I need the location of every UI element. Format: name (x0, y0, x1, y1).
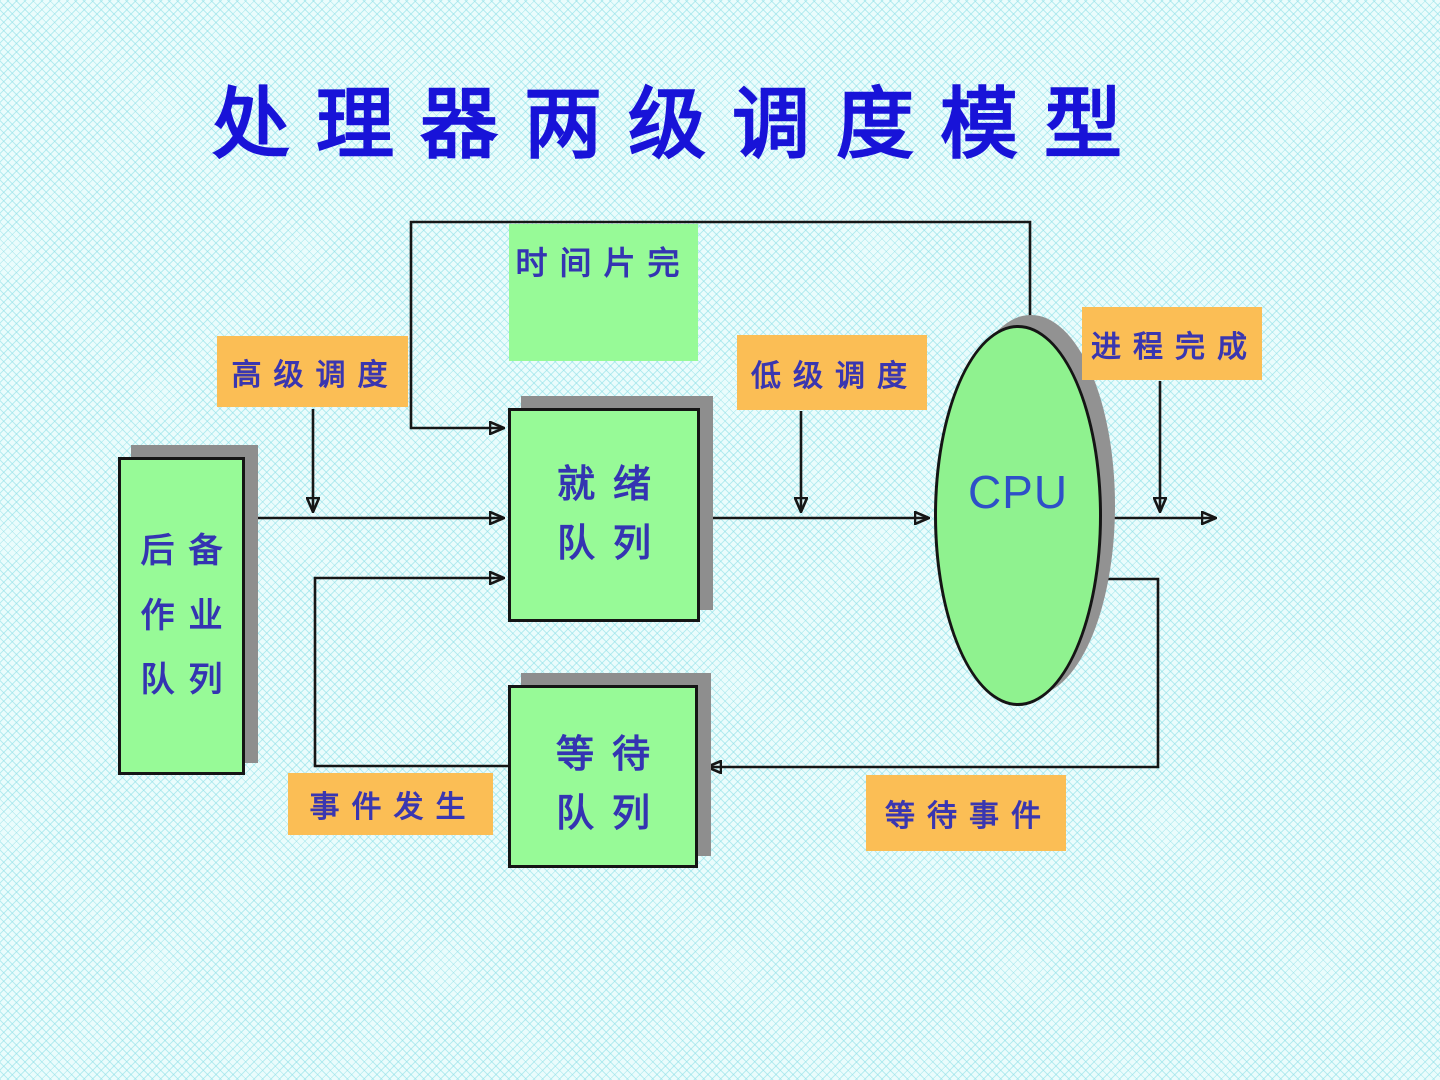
low-level-scheduling-label: 低级调度 (751, 359, 919, 393)
wait-for-event-tag: 等待事件 (866, 775, 1066, 851)
backup-job-queue-box: 后备 作业 队列 (118, 457, 245, 775)
event-occurs-tag: 事件发生 (288, 773, 493, 835)
process-complete-tag: 进程完成 (1082, 307, 1262, 380)
high-level-scheduling-tag: 高级调度 (217, 336, 408, 407)
arrow-event-loop (313, 578, 508, 768)
ready-queue-label-line2: 队列 (556, 523, 669, 565)
backup-job-queue-label-line1: 后备 (140, 532, 237, 571)
timeslice-note-label: 时间片完 (515, 245, 692, 281)
ready-queue-label-line1: 就绪 (556, 464, 669, 507)
backup-job-queue-label-line2: 作业 (140, 596, 237, 635)
ready-queue-box: 就绪 队列 (508, 408, 700, 622)
low-level-scheduling-tag: 低级调度 (737, 335, 927, 410)
event-occurs-label: 事件发生 (309, 791, 478, 824)
backup-job-queue-label-line3: 队列 (140, 661, 237, 700)
process-complete-label: 进程完成 (1091, 330, 1259, 364)
high-level-scheduling-label: 高级调度 (231, 358, 400, 392)
timeslice-note: 时间片完 (509, 224, 698, 361)
wait-queue-label-line2: 队列 (555, 792, 668, 835)
cpu-ellipse: CPU (934, 325, 1102, 706)
wait-for-event-label: 等待事件 (885, 800, 1053, 833)
diagram-title: 处理器两级调度模型 (212, 80, 1149, 168)
wait-queue-box: 等待 队列 (508, 685, 698, 868)
cpu-label: CPU (967, 465, 1069, 518)
arrow-timeslice-loop (409, 220, 1032, 428)
wait-queue-label-line1: 等待 (555, 733, 668, 776)
